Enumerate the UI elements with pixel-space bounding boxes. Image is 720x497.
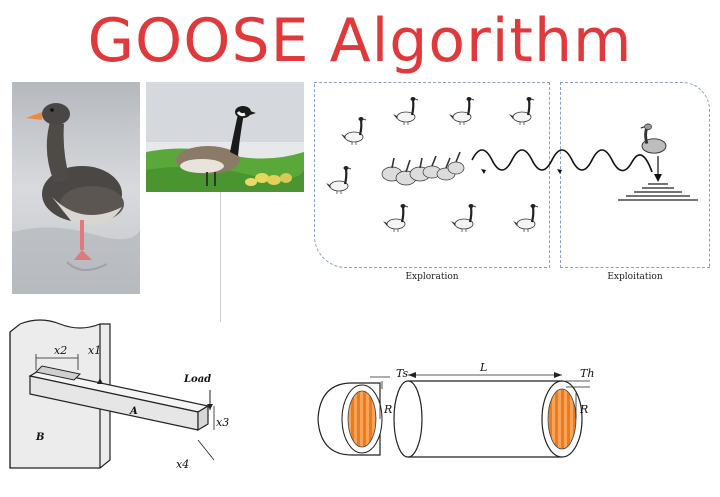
- goose-icon: [640, 123, 667, 154]
- page-title: GOOSE Algorithm: [87, 6, 633, 76]
- goose-icon: [324, 164, 353, 196]
- greylag-goose-photo: [12, 82, 140, 294]
- vessel-shell: [408, 380, 562, 458]
- label-x3: x3: [216, 416, 229, 429]
- exploitation-panel: [560, 82, 710, 268]
- label-r-right: R: [579, 403, 588, 416]
- label-b: B: [35, 432, 44, 443]
- welded-beam-diagram: x2 x1 Load A B x3 x4: [9, 319, 229, 471]
- goose-icon: [447, 95, 476, 127]
- goose-icon: [381, 202, 410, 234]
- label-x2: x2: [54, 344, 67, 357]
- label-load: Load: [183, 374, 211, 385]
- goose-icon: [339, 115, 368, 147]
- goose-icon: [449, 202, 478, 234]
- goose-icon: [511, 202, 540, 234]
- goose-search-diagram: [324, 95, 698, 234]
- label-x1: x1: [88, 344, 101, 357]
- exploitation-caption: Exploitation: [607, 272, 663, 282]
- exploration-panel: [314, 82, 550, 268]
- goose-icon: [391, 95, 420, 127]
- separator-line: [220, 192, 221, 322]
- exploration-caption: Exploration: [405, 272, 459, 282]
- search-path: [471, 149, 653, 173]
- goose-icon: [507, 95, 536, 127]
- label-a: A: [129, 406, 138, 417]
- label-th: Th: [580, 367, 594, 380]
- label-r-left: R: [383, 403, 392, 416]
- staircase-icon: [618, 183, 698, 201]
- pressure-vessel-diagram: Ts L Th R R: [317, 361, 594, 458]
- canada-goose-photo: [146, 82, 304, 192]
- label-l: L: [479, 361, 487, 374]
- label-x4: x4: [176, 458, 189, 471]
- goose-flock-icon: [381, 151, 465, 186]
- label-ts: Ts: [396, 367, 409, 380]
